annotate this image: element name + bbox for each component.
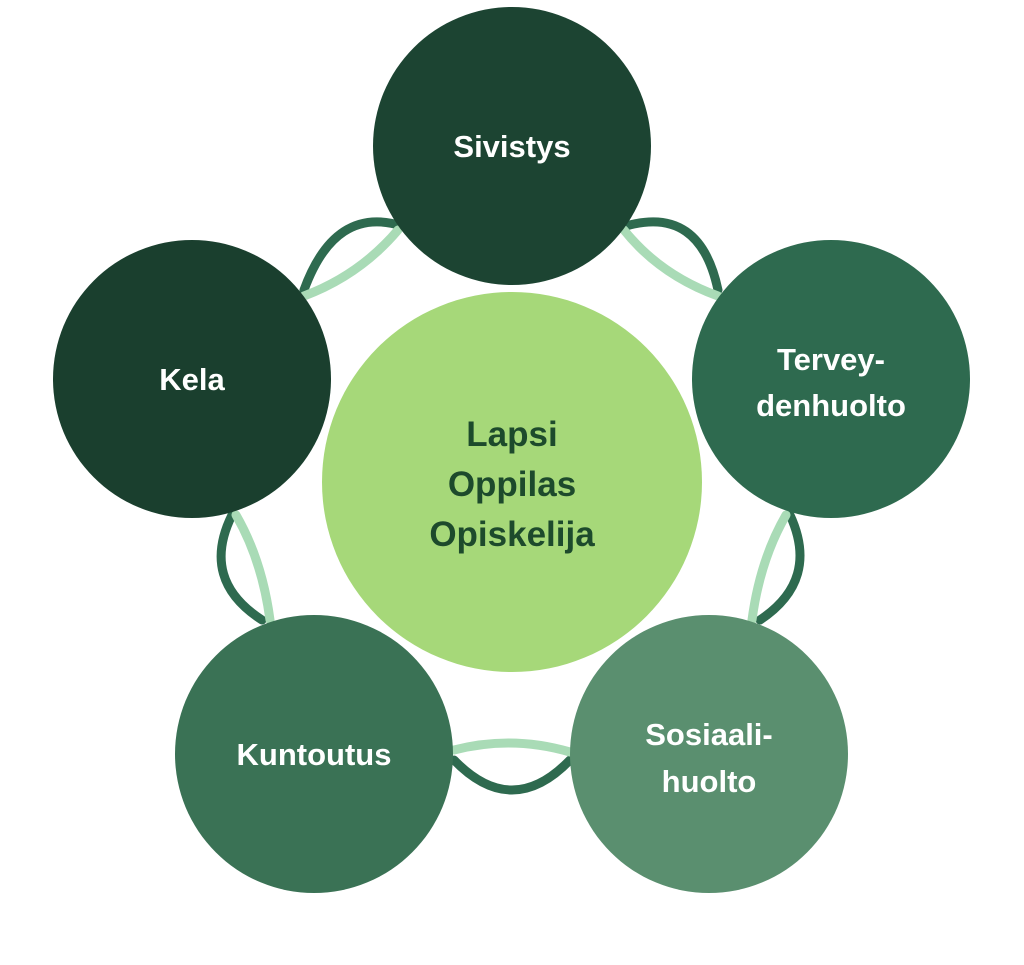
node-label-terveydenhuolto-line-1: Tervey- — [777, 342, 885, 377]
center-label-line-3: Opiskelija — [429, 515, 595, 554]
node-circle-sivistys — [373, 7, 651, 285]
node-sosiaalihuolto: Sosiaali- huolto — [570, 615, 848, 893]
center-label-line-2: Oppilas — [448, 465, 576, 504]
connector-links — [216, 217, 805, 795]
link-sosiaalihuolto-kuntoutus-light — [449, 738, 575, 757]
link-sivistys-kela-dark — [299, 217, 407, 295]
node-circle-terveydenhuolto — [692, 240, 970, 518]
link-terveydenhuolto-sosiaalihuolto-dark — [755, 510, 805, 625]
node-kuntoutus: Kuntoutus — [175, 615, 453, 893]
link-sivistys-terveydenhuolto-light — [619, 225, 723, 301]
center-circle — [322, 292, 702, 672]
center-label-line-1: Lapsi — [466, 415, 557, 454]
link-terveydenhuolto-sosiaalihuolto-light — [747, 510, 791, 625]
node-label-kuntoutus: Kuntoutus — [237, 737, 392, 772]
link-sivistys-kela-light — [299, 225, 403, 301]
node-sivistys: Sivistys — [373, 7, 651, 285]
link-sivistys-terveydenhuolto-dark — [621, 217, 723, 295]
node-terveydenhuolto: Tervey- denhuolto — [692, 240, 970, 518]
link-sosiaalihuolto-kuntoutus-dark — [449, 755, 575, 795]
node-label-terveydenhuolto-line-2: denhuolto — [756, 388, 906, 423]
center-node: Lapsi Oppilas Opiskelija — [322, 292, 702, 672]
node-circle-kuntoutus — [175, 615, 453, 893]
node-circle-sosiaalihuolto — [570, 615, 848, 893]
link-kuntoutus-kela-light — [231, 510, 275, 625]
node-label-sosiaalihuolto-line-1: Sosiaali- — [645, 717, 773, 752]
link-kuntoutus-kela-dark — [216, 510, 267, 625]
node-label-sosiaalihuolto-line-2: huolto — [662, 764, 757, 799]
node-kela: Kela — [53, 240, 331, 518]
node-circle-kela — [53, 240, 331, 518]
node-label-kela: Kela — [159, 362, 225, 397]
node-label-sivistys: Sivistys — [453, 129, 570, 164]
